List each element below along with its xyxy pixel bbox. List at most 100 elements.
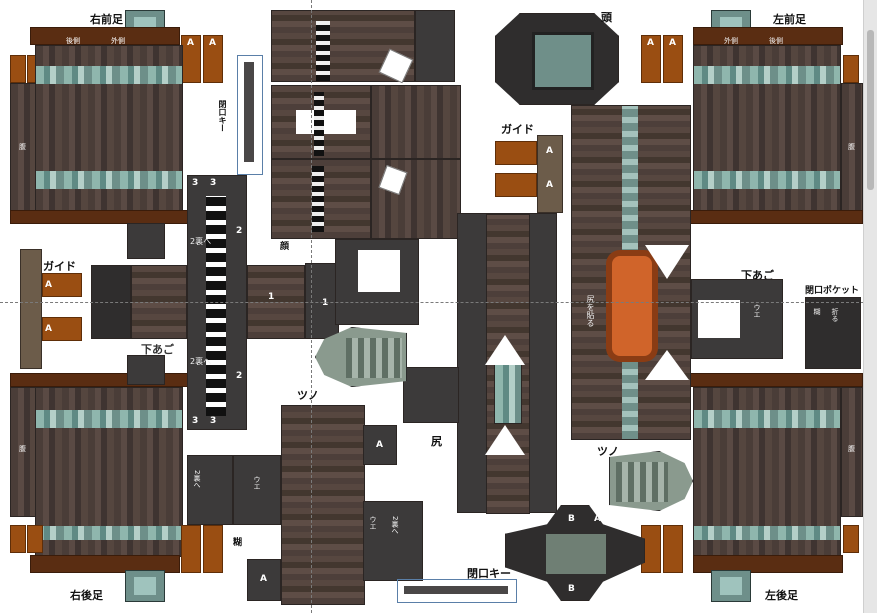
close-key-top-label: 閉口キー — [218, 100, 227, 132]
vertical-guide-line — [311, 0, 312, 613]
tooth-triangle — [645, 350, 689, 380]
lower-jaw-label: 下あご — [141, 343, 174, 356]
head-middle-panel — [271, 85, 371, 159]
wedge-label: ウエ — [753, 304, 761, 318]
glue-mark: 糊 — [233, 538, 243, 548]
lower-jaw-right-label: 下あご — [741, 269, 774, 282]
tab-a-label: A — [594, 514, 601, 524]
guide-left-body — [20, 249, 42, 369]
head-lower-side — [371, 159, 461, 239]
left-back-leg-body: 後側 外側 — [693, 387, 841, 573]
right-back-leg-title: 右後足 — [70, 589, 103, 602]
num-3-label: 3 — [192, 416, 199, 426]
to-bottom-2-label: 2裏へ — [391, 516, 399, 535]
belly-label: 腹 — [848, 143, 855, 151]
tooth-triangle — [485, 335, 525, 365]
leg-tab: A — [181, 35, 201, 83]
tab-a-label: A — [376, 440, 383, 450]
left-back-leg-title: 左後足 — [765, 589, 798, 602]
horn-left-piece — [315, 327, 407, 387]
tab-a-label: A — [45, 324, 52, 334]
guide-tab — [495, 173, 537, 197]
tab-b-label: B — [568, 514, 575, 524]
leg-bottom-flap — [30, 555, 180, 573]
leg-tab — [10, 55, 26, 83]
outer-side-label: 外側 — [111, 37, 125, 45]
rear-side-label: 後側 — [769, 37, 783, 45]
leg-tab: A — [203, 35, 223, 83]
outer-side-label: 外側 — [724, 37, 738, 45]
rear-side-label: 後側 — [66, 37, 80, 45]
tab-a-label: A — [187, 38, 194, 48]
horn-right-label: ツノ — [597, 445, 619, 458]
leg-top-flap — [689, 373, 863, 387]
head-side-panel — [371, 85, 461, 159]
guide-left-title: ガイド — [43, 260, 76, 273]
guide-top-body: A A — [537, 135, 563, 213]
leg-tab — [843, 525, 859, 553]
leg-tab — [663, 525, 683, 573]
head-lower-panel — [271, 159, 371, 239]
close-pocket-title: 閉口ポケット — [805, 286, 860, 296]
horn-right-piece — [609, 451, 693, 511]
tooth-triangle — [645, 245, 689, 279]
vertical-scrollbar[interactable] — [863, 0, 877, 613]
close-key-selection[interactable] — [237, 55, 263, 175]
face-title: 顔 — [278, 241, 288, 250]
leg-toe-block — [125, 570, 165, 602]
leg-tab — [27, 525, 43, 553]
close-key-bottom-selection[interactable] — [397, 579, 517, 603]
tab-a-label: A — [546, 146, 553, 156]
guide-tab: A — [42, 317, 82, 341]
leg-tab — [843, 55, 859, 83]
tab-a-label: A — [45, 280, 52, 290]
neck-panel — [281, 405, 365, 605]
leg-bottom-flap — [689, 210, 863, 224]
leg-side-panel: 腹 — [841, 387, 863, 517]
num-1-label: 1 — [268, 292, 275, 302]
tail-label: 尻 — [431, 435, 442, 448]
belly-label: 腹 — [848, 445, 855, 453]
leg-tab: A — [641, 35, 661, 83]
right-back-leg-body: 外側 後側 — [35, 387, 183, 573]
leg-tab — [203, 525, 223, 573]
wedge-panel-right: ウエ — [233, 455, 281, 525]
wedge-tab: A — [247, 559, 281, 601]
num-3-label: 3 — [192, 178, 199, 188]
fold-in-label: 折る — [831, 308, 839, 322]
paste-tail-label: 尻を貼る — [586, 295, 595, 327]
head-mouth-panel — [335, 239, 419, 325]
neck-flap: A — [363, 425, 397, 465]
torso-flap — [403, 367, 459, 423]
right-front-leg-title: 右前足 — [90, 13, 123, 26]
guide-top-title: ガイド — [501, 123, 534, 136]
num-3-label: 3 — [210, 178, 217, 188]
num-1-label: 1 — [322, 298, 329, 308]
to-bottom-2-label: 2裏へ — [190, 237, 212, 246]
belly-label: 腹 — [19, 143, 26, 151]
leg-top-flap — [30, 27, 180, 45]
tab-a-label: A — [546, 180, 553, 190]
claw-piece: B B A — [505, 505, 645, 601]
leg-side-panel: 腹 — [10, 83, 36, 213]
leg-bottom-flap — [693, 555, 843, 573]
head-cap-octagon — [495, 13, 619, 105]
scrollbar-thumb[interactable] — [867, 30, 874, 190]
jaw-flap — [127, 223, 165, 259]
guide-tab: A — [42, 273, 82, 297]
leg-bottom-flap — [10, 210, 188, 224]
guide-tab — [495, 141, 537, 165]
num-2-label: 2 — [236, 226, 243, 236]
wedge-panel-left: 2裏へ — [187, 455, 233, 525]
left-front-leg-title: 左前足 — [773, 13, 806, 26]
tab-a-label: A — [647, 38, 654, 48]
tab-b-label: B — [568, 584, 575, 594]
right-front-leg-body: 後側 外側 — [35, 37, 183, 220]
wedge-panel: ウエ 2裏へ — [363, 501, 423, 581]
leg-toe-block — [711, 570, 751, 602]
glue-label: 糊 — [813, 308, 821, 315]
leg-tab — [181, 525, 201, 573]
leg-side-panel: 腹 — [10, 387, 36, 517]
horn-left-label: ツノ — [297, 389, 319, 402]
